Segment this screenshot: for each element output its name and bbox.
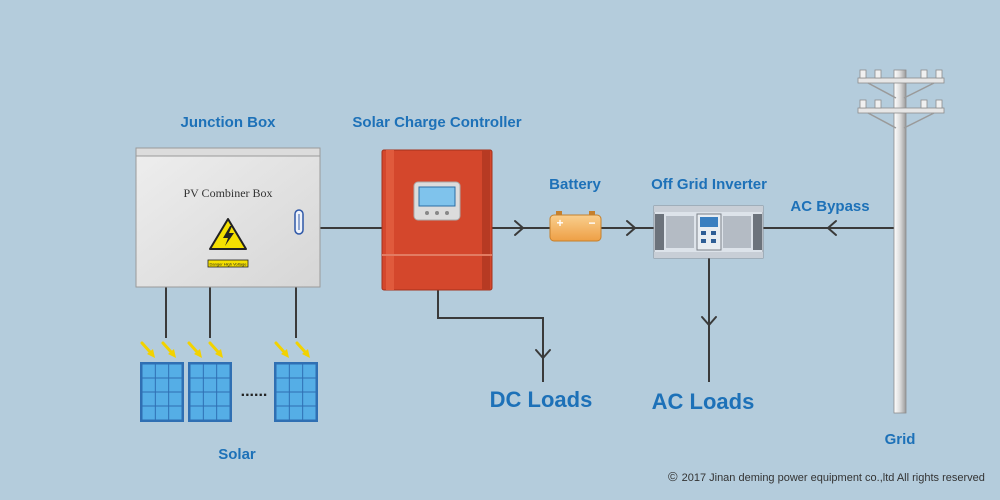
high-voltage-warning-icon (209, 218, 247, 250)
warning-plate (207, 259, 249, 268)
panel-ellipsis: ...... (241, 383, 268, 400)
arrow-down-icon (701, 316, 717, 327)
wires (165, 227, 894, 382)
solar-panel (140, 362, 184, 422)
solar-panel (274, 362, 318, 422)
copyright-symbol: © (668, 469, 678, 484)
battery-minus: − (588, 216, 595, 230)
sun-ray-icon (187, 341, 202, 358)
copyright-text: 2017 Jinan deming power equipment co.,lt… (681, 472, 985, 484)
solar-panel (188, 362, 232, 422)
solar-panels (140, 362, 318, 422)
wire-dc-loads (437, 290, 544, 382)
junction-box: PV Combiner Box Danger High Voltage (135, 147, 321, 288)
charge-controller-label: Solar Charge Controller (352, 114, 522, 131)
battery-plus: + (556, 216, 563, 230)
inverter-label: Off Grid Inverter (651, 176, 767, 193)
off-grid-inverter (653, 205, 764, 259)
ac-bypass-label: AC Bypass (790, 198, 870, 215)
battery: + − (549, 211, 602, 242)
sun-ray-icon (161, 341, 176, 358)
controller-screen (418, 186, 456, 207)
controller-button (435, 211, 439, 215)
charge-controller (381, 149, 493, 291)
battery-label: Battery (549, 176, 601, 193)
utility-pole (857, 69, 945, 414)
warning-plate-text: Danger High Voltage (210, 262, 248, 267)
flow-arrows (514, 220, 837, 360)
arrow-right-icon (514, 220, 525, 236)
sun-ray-icon (295, 341, 310, 358)
solar-label: Solar (218, 446, 256, 463)
inverter-screen (700, 217, 718, 227)
copyright-notice: ©2017 Jinan deming power equipment co.,l… (668, 469, 985, 484)
ac-loads-label: AC Loads (651, 389, 755, 414)
arrow-right-icon (626, 220, 637, 236)
controller-button (445, 211, 449, 215)
sun-ray-icon (140, 341, 155, 358)
sun-ray-icon (274, 341, 289, 358)
grid-label: Grid (884, 431, 916, 448)
arrow-left-icon (826, 220, 837, 236)
controller-button (425, 211, 429, 215)
junction-box-label: Junction Box (180, 114, 276, 131)
sun-ray-icon (208, 341, 223, 358)
arrow-down-icon (535, 349, 551, 360)
combiner-box-label: PV Combiner Box (183, 186, 272, 200)
dc-loads-label: DC Loads (489, 387, 593, 412)
sun-rays (140, 341, 310, 358)
